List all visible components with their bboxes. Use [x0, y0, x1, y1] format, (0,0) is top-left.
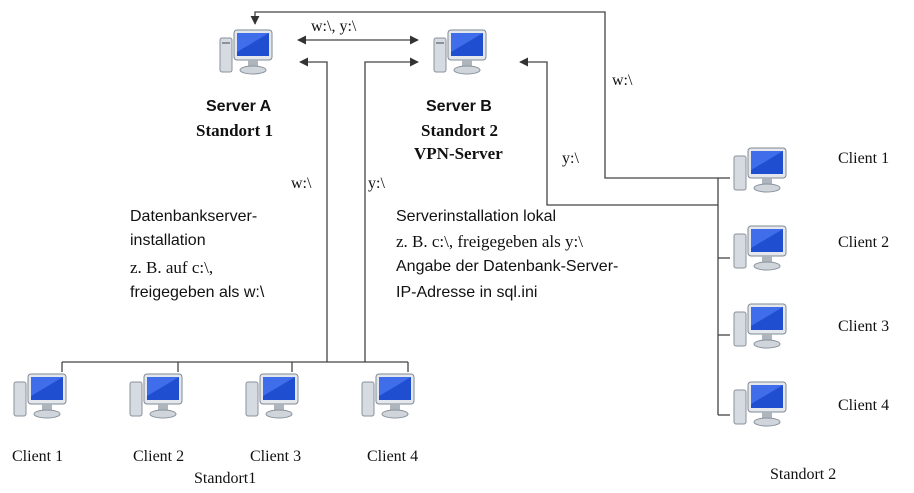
computer-icon: [245, 373, 299, 419]
server-a-site: Standort 1: [196, 121, 273, 140]
link-right-w-label: w:\: [612, 72, 633, 89]
computer-icon: [733, 147, 787, 193]
server-b-role: VPN-Server: [414, 144, 503, 163]
note-line: z. B. c:\, freigegeben als y:\: [396, 232, 583, 251]
site1-client-label: Client 2: [133, 448, 185, 465]
note-line: Serverinstallation lokal: [396, 208, 557, 225]
site1-label: Standort1: [194, 470, 257, 487]
link-site2-to-server-a: [250, 11, 718, 179]
site2-client-label: Client 4: [838, 397, 890, 414]
site2-client-label: Client 1: [838, 150, 890, 167]
computer-icon: [733, 225, 787, 271]
site2-client-label: Client 2: [838, 234, 890, 251]
link-site1-to-server-b: [364, 57, 419, 362]
link-site2-to-server-b: [519, 57, 718, 206]
note-line: Datenbankserver-: [130, 208, 258, 225]
server-a-name: Server A: [206, 98, 272, 115]
link-site1-to-server-a: [299, 57, 328, 362]
computer-icon: [129, 373, 183, 419]
server-b-site: Standort 2: [421, 121, 498, 140]
computer-icon: [733, 381, 787, 427]
note-line: Angabe der Datenbank-Server-: [396, 258, 619, 275]
note-line: IP-Adresse in sql.ini: [396, 284, 538, 301]
note-line: freigegeben als w:\: [130, 284, 265, 301]
server-b-name: Server B: [426, 98, 492, 115]
computer-icon: [361, 373, 415, 419]
site2-label: Standort 2: [770, 466, 837, 483]
computer-icon: [433, 29, 487, 75]
site1-client-label: Client 3: [250, 448, 302, 465]
computer-icon: [13, 373, 67, 419]
computer-icon: [219, 29, 273, 75]
site1-client-label: Client 1: [12, 448, 64, 465]
link-right-y-label: y:\: [562, 150, 579, 167]
link-mid-w-label: w:\: [291, 175, 312, 192]
note-line: z. B. auf c:\,: [130, 258, 214, 277]
link-mid-y-label: y:\: [368, 175, 385, 192]
note-line: installation: [130, 232, 206, 249]
site2-client-label: Client 3: [838, 318, 890, 335]
link-a-b-label: w:\, y:\: [311, 18, 357, 35]
computer-icon: [733, 303, 787, 349]
site1-client-label: Client 4: [367, 448, 419, 465]
